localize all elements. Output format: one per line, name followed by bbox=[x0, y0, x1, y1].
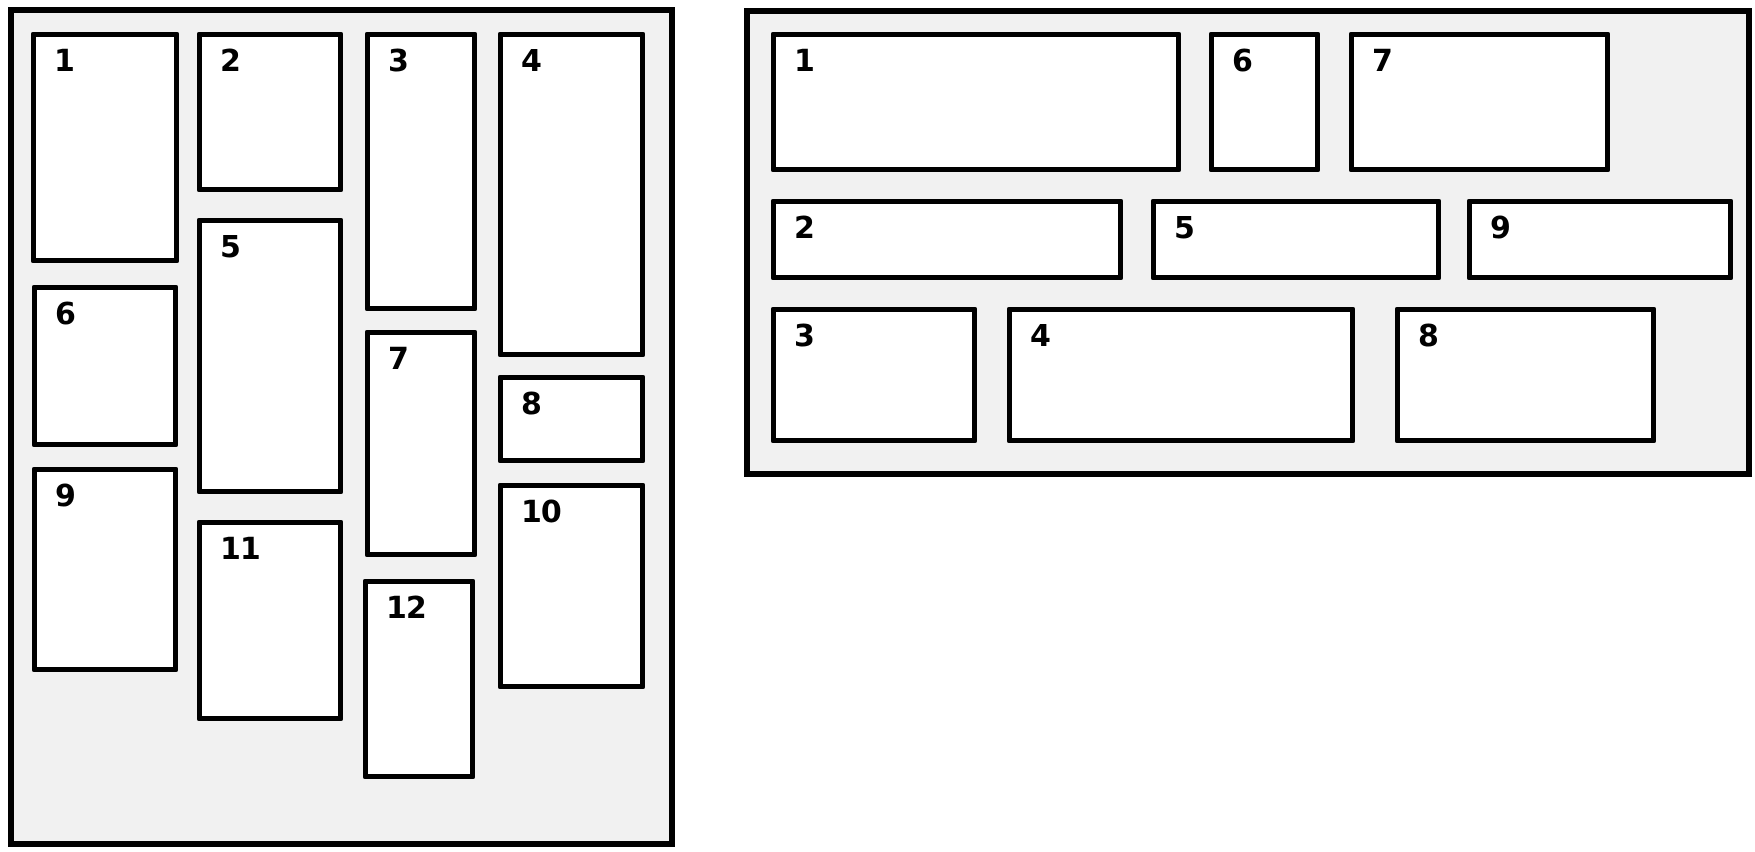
right-masonry-item-2: 2 bbox=[771, 199, 1123, 280]
right-masonry-item-8: 8 bbox=[1395, 307, 1656, 443]
left-masonry-item-10: 10 bbox=[498, 483, 645, 689]
vertical-masonry-panel: 1 2 3 4 5 6 7 8 9 10 11 12 bbox=[8, 7, 675, 847]
left-masonry-item-11: 11 bbox=[197, 520, 343, 721]
item-number: 4 bbox=[1030, 319, 1051, 354]
right-masonry-item-3: 3 bbox=[771, 307, 977, 443]
item-number: 1 bbox=[794, 44, 815, 79]
horizontal-masonry-panel: 1 6 7 2 5 9 3 4 8 bbox=[744, 8, 1752, 477]
item-number: 12 bbox=[386, 591, 427, 626]
item-number: 5 bbox=[220, 230, 241, 265]
right-masonry-item-9: 9 bbox=[1467, 199, 1733, 280]
item-number: 3 bbox=[388, 44, 409, 79]
item-number: 1 bbox=[54, 44, 75, 79]
item-number: 7 bbox=[388, 342, 409, 377]
item-number: 4 bbox=[521, 44, 542, 79]
item-number: 6 bbox=[55, 297, 76, 332]
left-masonry-item-5: 5 bbox=[197, 218, 343, 494]
item-number: 7 bbox=[1372, 44, 1393, 79]
item-number: 5 bbox=[1174, 211, 1195, 246]
item-number: 8 bbox=[1418, 319, 1439, 354]
item-number: 2 bbox=[220, 44, 241, 79]
right-masonry-item-6: 6 bbox=[1209, 32, 1320, 172]
item-number: 11 bbox=[220, 532, 261, 567]
left-masonry-item-7: 7 bbox=[365, 330, 477, 557]
left-masonry-item-12: 12 bbox=[363, 579, 475, 779]
item-number: 9 bbox=[55, 479, 76, 514]
item-number: 8 bbox=[521, 387, 542, 422]
left-masonry-item-1: 1 bbox=[31, 32, 179, 263]
left-masonry-item-3: 3 bbox=[365, 32, 477, 311]
right-masonry-item-7: 7 bbox=[1349, 32, 1610, 172]
left-masonry-item-2: 2 bbox=[197, 32, 343, 192]
item-number: 6 bbox=[1232, 44, 1253, 79]
item-number: 9 bbox=[1490, 211, 1511, 246]
left-masonry-item-8: 8 bbox=[498, 375, 645, 463]
left-masonry-item-4: 4 bbox=[498, 32, 645, 357]
item-number: 10 bbox=[521, 495, 562, 530]
item-number: 2 bbox=[794, 211, 815, 246]
right-masonry-item-4: 4 bbox=[1007, 307, 1355, 443]
right-masonry-item-1: 1 bbox=[771, 32, 1181, 172]
left-masonry-item-6: 6 bbox=[32, 285, 178, 447]
right-masonry-item-5: 5 bbox=[1151, 199, 1441, 280]
left-masonry-item-9: 9 bbox=[32, 467, 178, 672]
item-number: 3 bbox=[794, 319, 815, 354]
